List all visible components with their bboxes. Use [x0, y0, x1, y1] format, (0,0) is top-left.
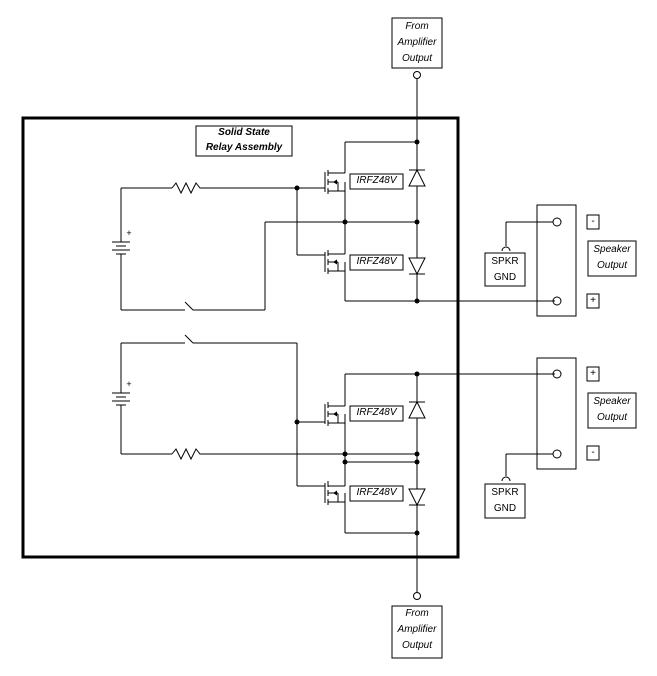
from-amp-top-box	[391, 17, 443, 69]
from-amp-bottom-connector	[413, 592, 421, 600]
from-amp-bottom-line-2: Amplifier	[397, 624, 437, 635]
speaker-top-box	[536, 204, 577, 317]
diode-3-symbol	[408, 400, 426, 419]
relay-title-line-2: Relay Assembly	[205, 142, 283, 153]
mosfet-1-label-box	[349, 173, 404, 190]
mosfet-4-symbol	[324, 481, 346, 533]
spkr-gnd-top-box	[484, 252, 526, 287]
from-amp-top-connector	[413, 71, 421, 79]
speaker-top-label-box	[587, 240, 637, 277]
battery-top	[112, 241, 130, 255]
switch-bottom	[184, 334, 194, 344]
speaker-bottom-box	[536, 357, 577, 470]
from-amp-top-line-1: From	[405, 21, 429, 32]
speaker-top-line-1: Speaker	[593, 244, 631, 255]
relay-title-line-1: Solid State	[218, 127, 270, 138]
mosfet-1-symbol	[324, 170, 346, 222]
speaker-bottom-label-box	[587, 392, 637, 429]
speaker-bottom-line-2: Output	[596, 412, 628, 423]
speaker-top-label: Speaker Output	[588, 242, 636, 274]
relay-title-box	[195, 125, 293, 157]
spkr-gnd-bottom-line-2: GND	[493, 503, 517, 514]
speaker-bottom-line-1: Speaker	[593, 396, 631, 407]
term-bottom-lower-label: -	[591, 447, 595, 458]
mosfet-2-symbol	[324, 250, 346, 301]
from-amp-bottom-line-3: Output	[401, 640, 433, 651]
battery-bottom	[112, 392, 130, 406]
mosfet-4-label-box	[349, 485, 404, 502]
diode-4-symbol	[408, 488, 426, 507]
mosfet-2-label-box	[349, 254, 404, 271]
spkr-gnd-top-line-1: SPKR	[491, 256, 519, 267]
from-amp-bottom-label: From Amplifier Output	[392, 606, 442, 654]
spkr-gnd-bottom-label: SPKR GND	[485, 485, 525, 517]
term-top-upper-label: -	[591, 216, 595, 227]
term-top-lower-box	[586, 293, 600, 309]
from-amp-bottom-box	[391, 605, 443, 659]
mosfet-3-label: IRFZ48V	[356, 407, 397, 418]
spkr-gnd-bottom-box	[484, 483, 526, 519]
mosfet-4-label: IRFZ48V	[356, 487, 397, 498]
mosfet-1-label: IRFZ48V	[356, 175, 397, 186]
diode-1-symbol	[408, 168, 426, 187]
from-amp-bottom-line-1: From	[405, 608, 429, 619]
diode-2-symbol	[408, 257, 426, 276]
from-amp-top-label: From Amplifier Output	[392, 19, 442, 67]
resistor-bottom	[171, 447, 202, 461]
term-bottom-upper-box	[586, 366, 600, 382]
battery-bottom-plus: +	[126, 379, 132, 389]
resistor-top	[171, 181, 202, 195]
spkr-gnd-bottom-line-1: SPKR	[491, 487, 519, 498]
switch-top	[184, 301, 194, 311]
speaker-top-line-2: Output	[596, 260, 628, 271]
term-top-upper-box	[586, 214, 600, 230]
term-bottom-lower-box	[586, 445, 600, 461]
relay-title-label: Solid State Relay Assembly	[196, 125, 292, 155]
spkr-gnd-top-line-2: GND	[493, 272, 517, 283]
from-amp-top-line-3: Output	[401, 53, 433, 64]
term-top-lower-label: +	[590, 295, 596, 306]
term-bottom-upper-label: +	[590, 368, 596, 379]
from-amp-top-line-2: Amplifier	[397, 37, 437, 48]
relay-assembly-box	[21, 116, 460, 559]
mosfet-3-symbol	[324, 402, 346, 486]
mosfet-2-label: IRFZ48V	[356, 256, 397, 267]
speaker-bottom-label: Speaker Output	[588, 394, 636, 426]
mosfet-3-label-box	[349, 405, 404, 422]
spkr-gnd-top-label: SPKR GND	[485, 254, 525, 286]
battery-top-plus: +	[126, 228, 132, 238]
